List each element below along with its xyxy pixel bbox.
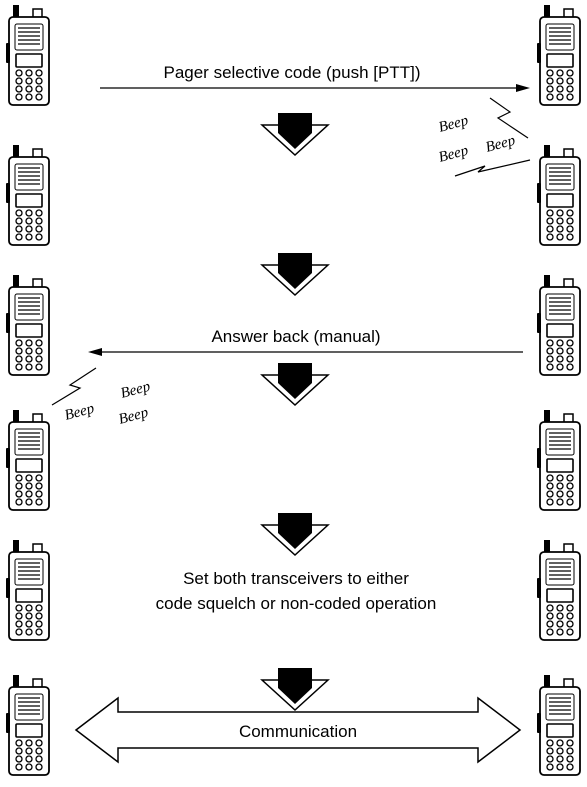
right-transceiver-2	[536, 144, 581, 246]
left-transceiver-5	[5, 539, 50, 641]
signal-zigzag-right-top	[489, 97, 529, 139]
set-both-label-line1: Set both transceivers to either	[183, 569, 409, 588]
beep-text-right-1: Beep	[437, 113, 471, 136]
communication-double-arrow	[74, 696, 522, 764]
left-transceiver-1	[5, 4, 50, 106]
answer-back-label: Answer back (manual)	[211, 327, 380, 346]
signal-zigzag-right-bottom	[454, 159, 531, 177]
down-arrow-3	[261, 362, 329, 406]
down-arrow-4	[261, 512, 329, 556]
left-transceiver-2	[5, 144, 50, 246]
down-arrow-1	[261, 112, 329, 156]
communication-label: Communication	[239, 722, 357, 741]
right-transceiver-1	[536, 4, 581, 106]
left-transceiver-3	[5, 274, 50, 376]
beep-text-left-3: Beep	[117, 405, 151, 428]
right-transceiver-3	[536, 274, 581, 376]
left-transceiver-6	[5, 674, 50, 776]
beep-text-left-2: Beep	[63, 401, 97, 424]
down-arrow-5	[261, 667, 329, 711]
beep-text-right-3: Beep	[437, 143, 471, 166]
right-transceiver-6	[536, 674, 581, 776]
right-transceiver-5	[536, 539, 581, 641]
left-transceiver-4	[5, 409, 50, 511]
right-transceiver-4	[536, 409, 581, 511]
answer-arrowhead	[88, 348, 102, 356]
pager-arrowhead	[516, 84, 530, 92]
beep-text-left-1: Beep	[119, 379, 153, 402]
pager-code-label: Pager selective code (push [PTT])	[163, 63, 420, 82]
set-both-label-line2: code squelch or non-coded operation	[156, 594, 437, 613]
signal-zigzag-left	[51, 367, 97, 406]
beep-text-right-2: Beep	[484, 133, 518, 156]
down-arrow-2	[261, 252, 329, 296]
